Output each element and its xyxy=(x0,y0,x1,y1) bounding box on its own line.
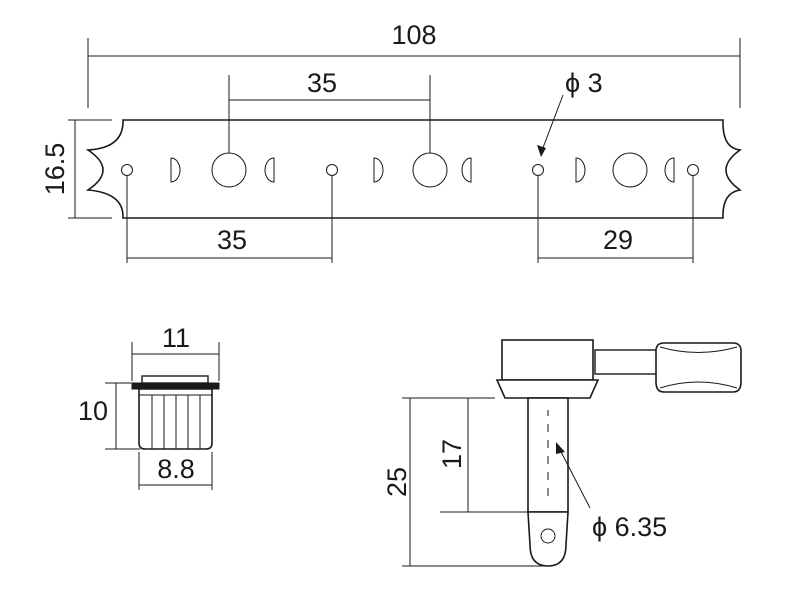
half-moon-slot xyxy=(264,157,275,183)
screw-hole xyxy=(687,164,699,176)
bushing xyxy=(131,375,220,450)
plate-outline xyxy=(85,119,743,219)
dim-label-16-5: 16.5 xyxy=(40,143,70,196)
dim-end-screw-spacing: 29 xyxy=(537,176,694,263)
half-moon-slot xyxy=(575,157,586,183)
half-moon-slot xyxy=(170,157,181,183)
screw-hole xyxy=(532,164,544,176)
half-moon-slot xyxy=(664,157,675,183)
dim-plate-height: 16.5 xyxy=(40,119,112,219)
screw-hole xyxy=(326,164,338,176)
half-moon-slot xyxy=(373,157,384,183)
dim-label-phi-3: ϕ 3 xyxy=(565,68,603,98)
post-hole xyxy=(612,152,648,188)
half-moon-slot xyxy=(461,157,472,183)
dim-bushing-top-width: 11 xyxy=(131,323,220,381)
dim-label-35-bottom: 35 xyxy=(217,225,247,255)
dim-label-108: 108 xyxy=(391,20,436,50)
tuner-plate xyxy=(85,119,743,219)
dim-label-phi-6-35: ϕ 6.35 xyxy=(592,512,667,542)
screw-hole xyxy=(121,164,133,176)
dim-label-11: 11 xyxy=(162,323,190,353)
dim-overall-length: 108 xyxy=(87,20,741,108)
dim-screw-spacing: 35 xyxy=(126,176,333,263)
dim-bushing-height: 10 xyxy=(78,382,140,450)
dim-label-17: 17 xyxy=(437,439,467,469)
post-diameter-callout: ϕ 6.35 xyxy=(556,442,667,542)
dim-tuner-upper-length: 17 xyxy=(437,398,528,513)
dim-label-25: 25 xyxy=(382,467,412,497)
tuner-side-view xyxy=(495,339,742,567)
dim-label-35-top: 35 xyxy=(307,68,337,98)
dim-label-8-8: 8.8 xyxy=(157,454,195,484)
dim-label-29: 29 xyxy=(603,225,633,255)
dim-post-spacing: 35 xyxy=(228,68,431,153)
dim-bushing-bottom-width: 8.8 xyxy=(138,452,213,490)
screw-hole-callout: ϕ 3 xyxy=(537,68,603,157)
dim-label-10: 10 xyxy=(78,396,108,426)
dim-tuner-post-length: 25 xyxy=(382,397,548,567)
